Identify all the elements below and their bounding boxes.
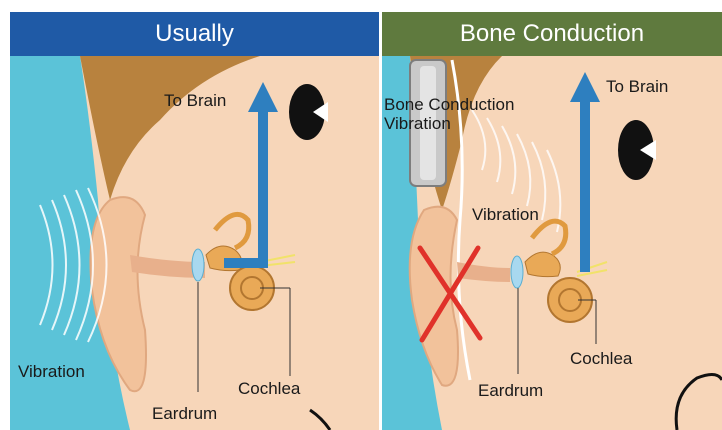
label-to-brain: To Brain <box>164 92 226 110</box>
label-cochlea: Cochlea <box>238 380 300 398</box>
panel-title-usually: Usually <box>10 12 379 56</box>
panel-bone-conduction: Bone Conduction Bone Conduction Vibratio… <box>382 0 722 430</box>
label-bone-conduction-vibration: Vibration <box>384 115 451 133</box>
panel-title-bone-conduction: Bone Conduction <box>382 12 722 56</box>
label-to-brain: To Brain <box>606 78 668 96</box>
label-vibration: Vibration <box>472 206 539 224</box>
eardrum <box>511 256 523 288</box>
label-eardrum: Eardrum <box>478 382 543 400</box>
eardrum <box>192 249 204 281</box>
label-vibration: Vibration <box>18 363 85 381</box>
label-eardrum: Eardrum <box>152 405 217 423</box>
panel-usually: Usually To Brain Vibration Eardrum Cochl… <box>10 0 379 430</box>
label-cochlea: Cochlea <box>570 350 632 368</box>
label-bone-conduction: Bone Conduction <box>384 96 514 114</box>
bone-conduction-illustration <box>382 0 722 430</box>
